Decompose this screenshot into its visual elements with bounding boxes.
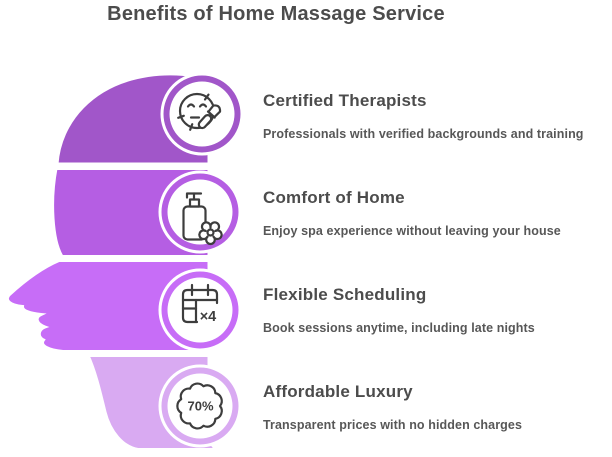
discount-percentage-label: 70%	[187, 399, 213, 414]
page-title: Benefits of Home Massage Service	[107, 3, 445, 25]
benefit-description: Book sessions anytime, including late ni…	[263, 321, 535, 335]
discount-badge-icon	[176, 382, 223, 430]
benefit-item-1: Certified Therapists Professionals with …	[263, 91, 612, 142]
lotion-bottle-icon	[182, 192, 223, 246]
benefit-description: Professionals with verified backgrounds …	[263, 127, 584, 141]
item-circle-2	[158, 170, 242, 254]
benefit-item-4: Affordable Luxury Transparent prices wit…	[263, 382, 612, 433]
calendar-multiplier-label: ×4	[200, 309, 217, 325]
facial-treatment-icon	[177, 92, 222, 131]
item-circle-3: ×4	[158, 268, 242, 352]
calendar-icon	[181, 283, 219, 324]
item-circle-1	[160, 72, 244, 156]
benefit-item-2: Comfort of Home Enjoy spa experience wit…	[263, 188, 612, 239]
benefit-heading: Flexible Scheduling	[263, 285, 427, 304]
item-circle-4: 70%	[158, 364, 242, 448]
head-band-nose	[5, 259, 211, 353]
benefit-description: Enjoy spa experience without leaving you…	[263, 224, 561, 238]
benefit-description: Transparent prices with no hidden charge…	[263, 418, 523, 432]
benefit-heading: Certified Therapists	[263, 91, 427, 110]
benefit-heading: Affordable Luxury	[263, 382, 413, 401]
benefit-heading: Comfort of Home	[263, 188, 405, 207]
benefit-item-3: Flexible Scheduling Book sessions anytim…	[263, 285, 612, 336]
